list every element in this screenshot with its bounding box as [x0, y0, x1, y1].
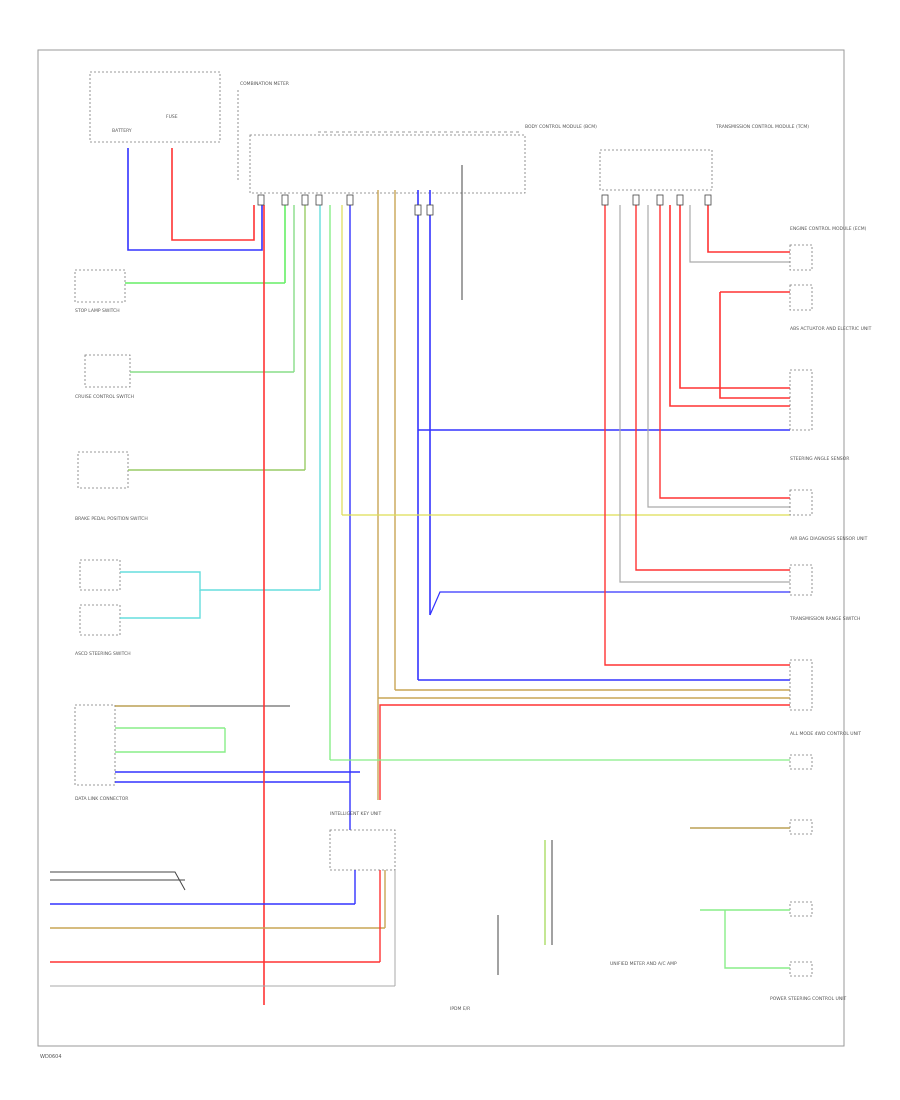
wire-blue-battery [127, 148, 263, 251]
trans-range-label: TRANSMISSION RANGE SWITCH [789, 616, 860, 622]
abs-label: ABS ACTUATOR AND ELECTRIC UNIT [790, 326, 872, 332]
combination-meter: COMBINATION METER BODY CONTROL MODULE (B… [237, 81, 597, 194]
data-link-connector-label: DATA LINK CONNECTOR [75, 796, 128, 802]
ipdm-label: IPDM E/R [450, 1006, 470, 1012]
bottom-components: IPDM E/R UNIFIED METER AND A/C AMP [450, 961, 677, 1012]
airbag-label: AIR BAG DIAGNOSIS SENSOR UNIT [790, 536, 868, 542]
wire-red-fuse [171, 148, 255, 241]
fuse-label: FUSE [166, 114, 178, 120]
left-components: STOP LAMP SWITCH CRUISE CONTROL SWITCH B… [74, 269, 148, 802]
bcm-label: BODY CONTROL MODULE (BCM) [525, 124, 597, 130]
ecm-label: ENGINE CONTROL MODULE (ECM) [790, 226, 867, 232]
steering-angle-label: STEERING ANGLE SENSOR [790, 456, 849, 462]
power-steering-label: POWER STEERING CONTROL UNIT [770, 996, 847, 1002]
battery-fuse-group: BATTERY FUSE [89, 71, 221, 143]
meter-amp-label: UNIFIED METER AND A/C AMP [610, 961, 677, 967]
intelligent-key-label: INTELLIGENT KEY UNIT [330, 811, 381, 817]
tcm-label: TRANSMISSION CONTROL MODULE (TCM) [715, 124, 809, 130]
stop-lamp-switch-label: STOP LAMP SWITCH [75, 308, 120, 314]
combination-meter-label: COMBINATION METER [240, 81, 289, 87]
4wd-label: ALL MODE 4WD CONTROL UNIT [790, 731, 861, 737]
tcm-block: TRANSMISSION CONTROL MODULE (TCM) [599, 124, 809, 191]
ascd-switch-label: ASCD STEERING SWITCH [75, 651, 131, 657]
connector-pins [257, 194, 712, 216]
page-code: WD0604 [40, 1054, 62, 1060]
diagram-frame [37, 49, 845, 1047]
right-components: ENGINE CONTROL MODULE (ECM) ABS ACTUATOR… [770, 226, 872, 1002]
battery-label: BATTERY [112, 128, 132, 134]
cruise-switch-label: CRUISE CONTROL SWITCH [75, 394, 134, 400]
wire-cyan-ascd-2 [120, 590, 201, 619]
joint-connector: INTELLIGENT KEY UNIT [329, 811, 396, 871]
wire-cyan-ascd-1 [120, 571, 320, 591]
brake-pedal-switch-label: BRAKE PEDAL POSITION SWITCH [75, 516, 148, 522]
